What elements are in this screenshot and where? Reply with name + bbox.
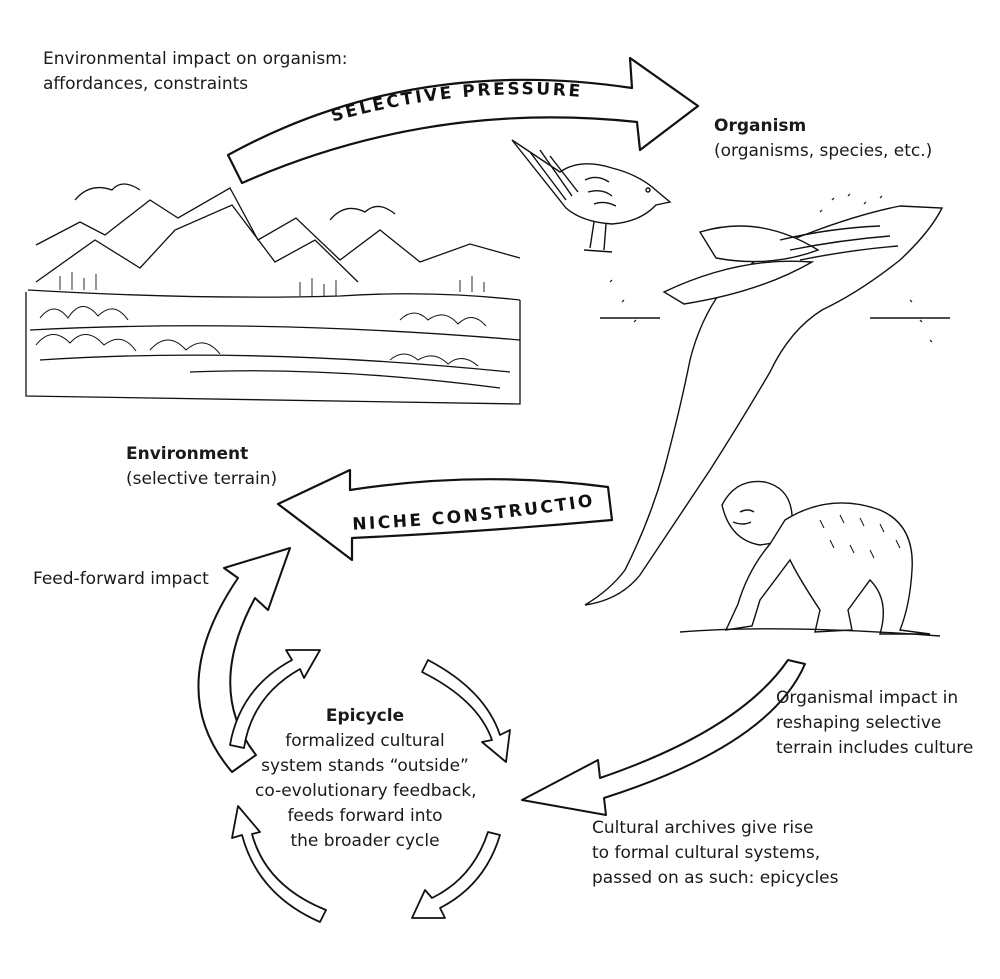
cultural-archives-label: Cultural archives give rise to formal cu… <box>592 818 839 888</box>
feed-forward-label: Feed-forward impact <box>33 569 209 589</box>
chimpanzee-illustration <box>679 480 941 637</box>
environment-label: Environment (selective terrain) <box>126 442 277 492</box>
organism-title: Organism <box>714 116 807 136</box>
environment-title: Environment <box>126 444 249 464</box>
humpback-whale-illustration <box>584 193 950 606</box>
environment-subtitle: (selective terrain) <box>126 469 278 489</box>
epicycle-title: Epicycle <box>325 706 405 726</box>
mountain-landscape-illustration <box>25 183 521 405</box>
organism-label: Organism (organisms, species, etc.) <box>714 114 932 164</box>
epicycle-arrows <box>229 649 511 923</box>
songbird-illustration <box>511 139 672 253</box>
environmental-impact-label: Environmental impact on organism: afford… <box>43 49 348 94</box>
organismal-impact-label: Organismal impact in reshaping selective… <box>776 688 974 758</box>
epicycle-label: Epicycle formalized cultural system stan… <box>255 706 477 851</box>
organismal-impact-arrow <box>521 659 806 816</box>
niche-construction-arrow <box>276 468 614 562</box>
organism-subtitle: (organisms, species, etc.) <box>714 141 933 161</box>
feed-forward-arrow <box>197 547 291 773</box>
selective-pressure-arrow <box>226 56 700 185</box>
